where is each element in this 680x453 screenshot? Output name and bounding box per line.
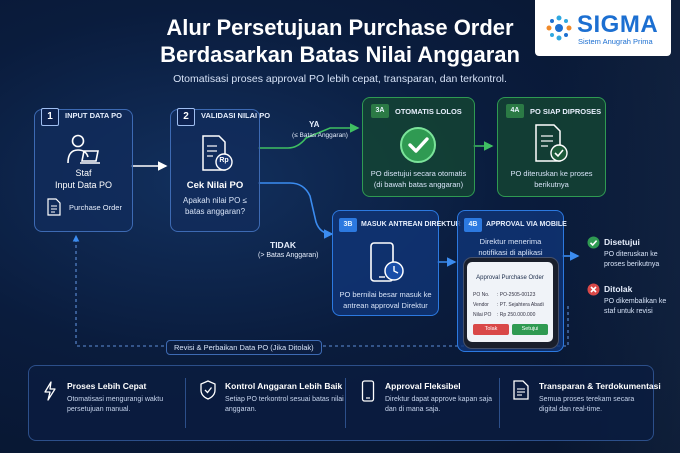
- sigma-logo: SIGMA Sistem Anugrah Prima: [535, 0, 671, 56]
- step-3b-box: 3B MASUK ANTREAN DIREKTUR PO bernilai be…: [332, 210, 461, 316]
- step-1-role-sub: Input Data PO: [54, 180, 113, 190]
- approved-check-icon: [587, 236, 600, 249]
- page-title-line1: Alur Persetujuan Purchase Order: [166, 15, 514, 40]
- step-4b-badge: 4B: [464, 218, 482, 232]
- rejected-desc: PO dikembalikan ke staf untuk revisi: [604, 298, 667, 315]
- approved-desc: PO diteruskan ke proses berikutnya: [604, 251, 660, 268]
- phone-row-value-val: : Rp 250.000.000: [497, 312, 536, 318]
- feature-fast: Proses Lebih Cepat Otomatisasi mengurang…: [29, 366, 185, 440]
- phone-row-value-key: Nilai PO: [473, 312, 492, 318]
- features-panel: Proses Lebih Cepat Otomatisasi mengurang…: [28, 365, 661, 441]
- step-1-role: Staf: [75, 168, 92, 178]
- mobile-icon: [361, 380, 375, 402]
- logo-wordmark: SIGMA: [577, 11, 659, 38]
- feature-transparent: Transparan & Terdokumentasi Semua proses…: [501, 366, 661, 440]
- branch-yes-sub: (≤ Batas Anggaran): [292, 132, 348, 139]
- step-1-box: 1 INPUT DATA PO Staf Input Data PO Purch…: [34, 108, 133, 232]
- rejected-x-icon: [587, 283, 600, 296]
- feature-flexible-title: Approval Fleksibel: [385, 381, 461, 391]
- page-subtitle: Otomatisasi proses approval PO lebih cep…: [173, 73, 507, 85]
- feature-fast-title: Proses Lebih Cepat: [67, 381, 147, 391]
- branch-yes-label: YA: [309, 120, 320, 129]
- feature-transparent-desc: Semua proses terekam secara digital dan …: [539, 396, 635, 413]
- step-3a-label: OTOMATIS LOLOS: [395, 107, 462, 116]
- loop-back-line: [72, 234, 569, 347]
- phone-screen: Approval Purchase Order PO No. : PO-2505…: [467, 262, 553, 342]
- feature-flexible-desc: Direktur dapat approve kapan saja dan di…: [385, 396, 493, 413]
- approve-button[interactable]: Setujui: [512, 324, 548, 335]
- feature-fast-desc: Otomatisasi mengurangi waktu persetujuan…: [67, 396, 164, 413]
- shield-check-icon: [200, 380, 216, 400]
- step-2-label: VALIDASI NILAI PO: [201, 111, 271, 120]
- step-4a-desc: PO diteruskan ke proses berikutnya: [510, 169, 593, 189]
- invoice-rp-icon: [202, 135, 233, 171]
- step-4b-label: APPROVAL VIA MOBILE: [486, 221, 567, 228]
- step-2-box: 2 VALIDASI NILAI PO Rp Cek Nilai PO Apak…: [170, 108, 270, 232]
- phone-row-po-val: : PO-2505-00123: [497, 292, 536, 298]
- step-3b-label: MASUK ANTREAN DIREKTUR: [361, 221, 461, 228]
- document-icon: [47, 198, 61, 216]
- feature-control-title: Kontrol Anggaran Lebih Baik: [225, 381, 343, 391]
- rp-icon-text: Rp: [219, 157, 229, 164]
- feature-separator: [185, 378, 186, 428]
- phone-row-vendor-key: Vendor: [473, 302, 489, 308]
- step-4a-box: 4A PO SIAP DIPROSES PO diteruskan ke pro…: [497, 97, 606, 197]
- logo-tagline: Sistem Anugrah Prima: [578, 37, 653, 46]
- feature-control-desc: Setiap PO terkontrol sesuai batas nilai …: [225, 396, 344, 413]
- arrow-no-to-3b: [258, 182, 334, 239]
- branch-no-label: TIDAK: [270, 240, 296, 250]
- feature-control: Kontrol Anggaran Lebih Baik Setiap PO te…: [187, 366, 344, 440]
- arrow-yes-to-3a: [258, 123, 360, 149]
- feature-transparent-title: Transparan & Terdokumentasi: [539, 381, 661, 391]
- step-4a-label: PO SIAP DIPROSES: [530, 107, 602, 116]
- check-circle-icon: [400, 127, 436, 163]
- step-4b-desc: Direktur menerima notifikasi di aplikasi: [478, 237, 543, 257]
- step-3a-box: 3A OTOMATIS LOLOS PO disetujui secara ot…: [362, 97, 475, 197]
- feature-separator: [499, 378, 500, 428]
- phone-row-vendor-val: : PT. Sejahtera Abadi: [497, 302, 544, 308]
- branch-no-sub: (> Batas Anggaran): [258, 252, 319, 259]
- phone-clock-icon: [370, 242, 404, 282]
- staff-laptop-icon: [67, 134, 100, 164]
- step-1-label: INPUT DATA PO: [65, 111, 122, 120]
- page-title-line2: Berdasarkan Batas Nilai Anggaran: [160, 42, 520, 67]
- approved-title: Disetujui: [604, 237, 640, 247]
- step-3a-desc: PO disetujui secara otomatis (di bawah b…: [370, 169, 467, 189]
- step-3a-badge: 3A: [371, 104, 389, 118]
- feature-flexible: Approval Fleksibel Direktur dapat approv…: [347, 366, 499, 440]
- rejected-title: Ditolak: [604, 284, 633, 294]
- step-3b-badge: 3B: [339, 218, 357, 232]
- phone-screen-title: Approval Purchase Order: [476, 275, 544, 281]
- step-1-badge: 1: [41, 108, 59, 126]
- step-2-question: Apakah nilai PO ≤ batas anggaran?: [183, 196, 247, 216]
- step-2-badge: 2: [177, 108, 195, 126]
- document-icon: [513, 380, 529, 400]
- revision-loop-label: Revisi & Perbaikan Data PO (Jika Ditolak…: [166, 340, 322, 355]
- reject-button[interactable]: Tolak: [473, 324, 509, 335]
- step-4a-badge: 4A: [506, 104, 524, 118]
- document-check-icon: [535, 124, 568, 162]
- feature-separator: [345, 378, 346, 428]
- step-1-doc-label: Purchase Order: [69, 203, 122, 212]
- lightning-icon: [44, 381, 56, 401]
- step-2-title: Cek Nilai PO: [186, 180, 244, 191]
- sigma-logo-icon: [546, 15, 572, 41]
- step-3b-desc: PO bernilai besar masuk ke antrean appro…: [339, 290, 432, 310]
- phone-row-po-key: PO No.: [473, 292, 490, 298]
